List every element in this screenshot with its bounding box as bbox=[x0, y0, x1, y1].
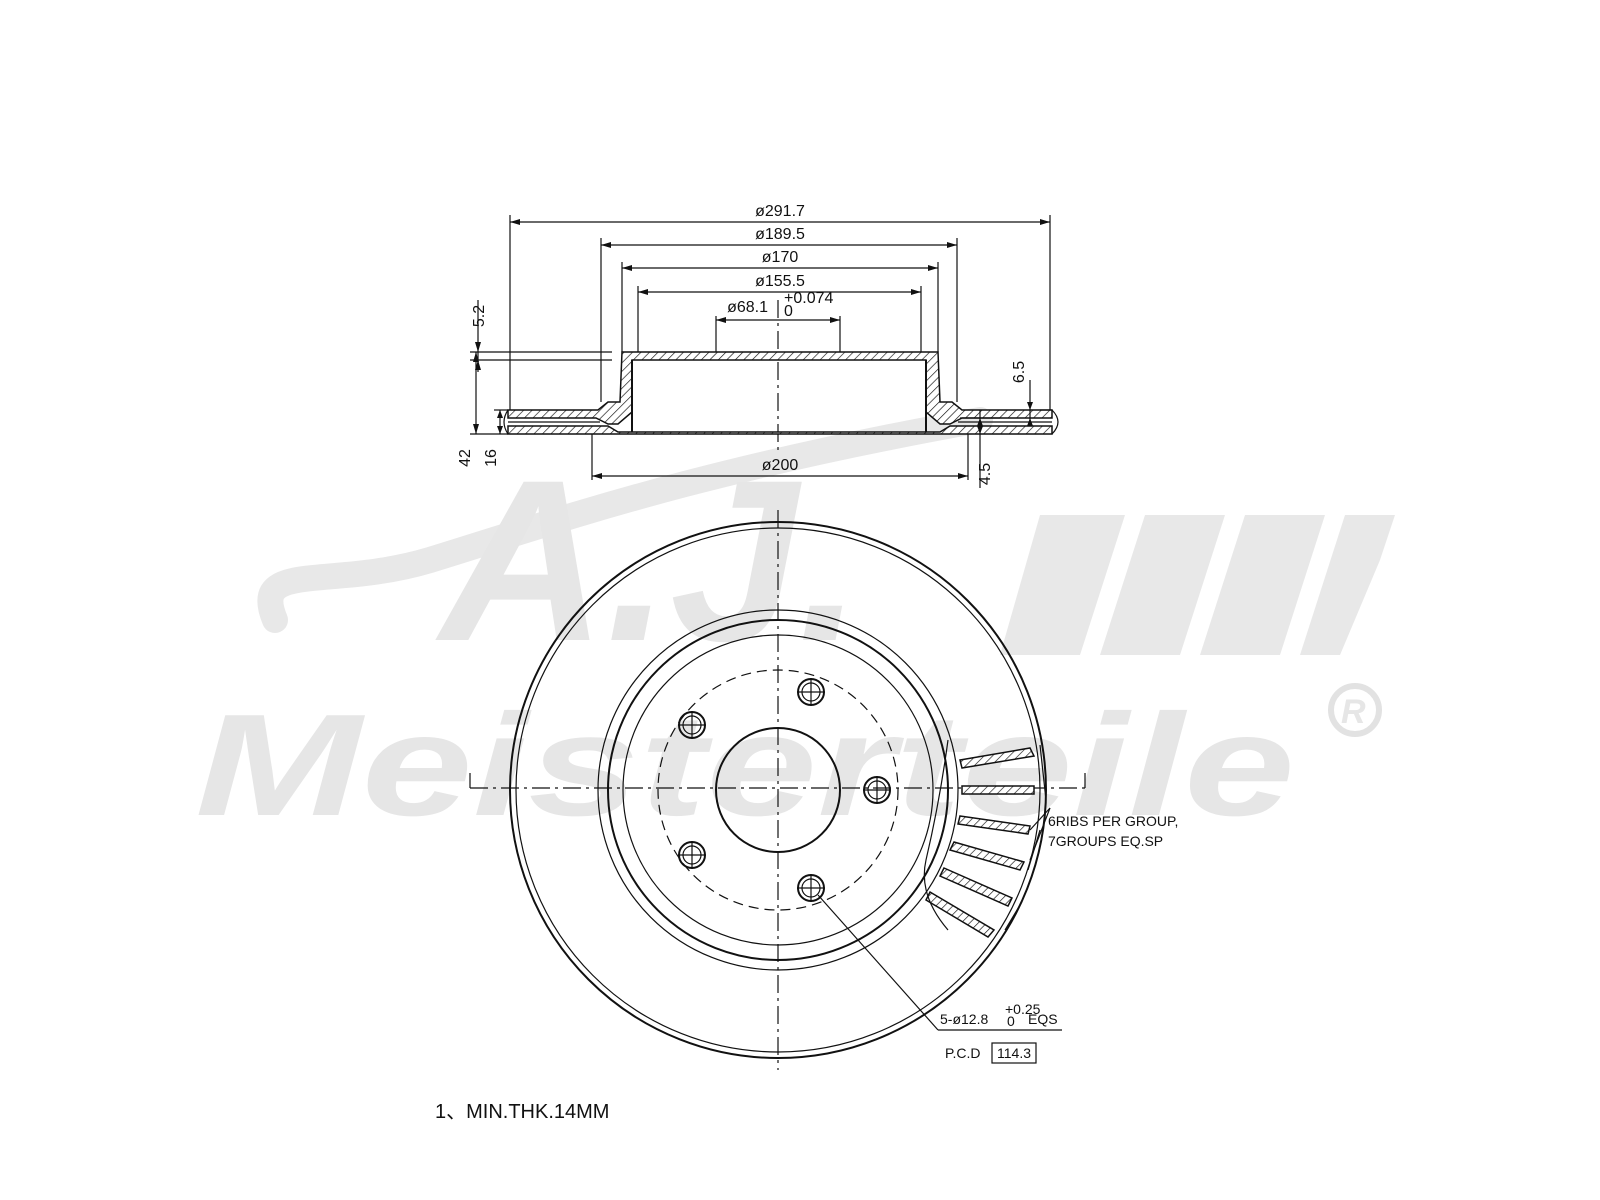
dim-center-bore-label: ø68.1 bbox=[727, 299, 768, 316]
dim-height-6-5: 6.5 bbox=[1011, 361, 1052, 426]
bolt-hole bbox=[678, 841, 706, 869]
bolt-holes-tol-upper: +0.25 bbox=[1005, 1001, 1041, 1017]
dim-height-16-label: 16 bbox=[483, 449, 500, 467]
watermark-stripes-logo bbox=[1000, 515, 1395, 655]
dim-outer-diameter: ø291.7 bbox=[509, 203, 1051, 410]
dim-center-bore-tol-lower: 0 bbox=[784, 303, 793, 320]
dim-center-bore: ø68.1 +0.074 0 bbox=[715, 290, 841, 352]
dim-height-42-label: 42 bbox=[457, 449, 474, 467]
friction-ring-inner-edge bbox=[597, 609, 959, 971]
ribs-note-line2: 7GROUPS EQ.SP bbox=[1048, 833, 1163, 849]
bolt-hole bbox=[678, 711, 706, 739]
bolt-hole bbox=[797, 874, 825, 902]
dim-hat-inner-diameter: ø155.5 bbox=[637, 273, 922, 352]
watermark-brand: Meisterteile bbox=[195, 684, 1295, 846]
watermark-registered-circle bbox=[1328, 683, 1382, 737]
watermark-swoosh bbox=[257, 407, 993, 633]
dim-height-6-5-label: 6.5 bbox=[1011, 361, 1028, 383]
dim-hat-inner-diameter-label: ø155.5 bbox=[755, 273, 805, 290]
pcd-note: P.C.D 114.3 bbox=[945, 1042, 1037, 1064]
dim-bottom-200-label: ø200 bbox=[762, 457, 799, 474]
hat-profile-section bbox=[507, 351, 1053, 425]
section-view: ø291.7 ø189.5 ø170 ø155.5 bbox=[457, 203, 1059, 488]
dim-hat-outer-diameter: ø189.5 bbox=[600, 226, 958, 402]
dim-height-4-5-label: 4.5 bbox=[977, 463, 994, 485]
bolt-holes-tol-lower: 0 bbox=[1007, 1013, 1015, 1029]
bolt-hole bbox=[863, 776, 891, 804]
bolt-holes-note-prefix: 5-ø12.8 bbox=[940, 1011, 988, 1027]
dim-hat-diameter: ø170 bbox=[621, 249, 939, 352]
plan-view: 6RIBS PER GROUP, 7GROUPS EQ.SP 5-ø12.8 +… bbox=[469, 510, 1178, 1070]
hat-outer-circle bbox=[607, 619, 949, 961]
pcd-circle bbox=[657, 669, 899, 911]
dim-height-16: 16 bbox=[483, 409, 508, 467]
outer-disc-edge bbox=[509, 521, 1047, 1059]
ribs-note-line1: 6RIBS PER GROUP, bbox=[1048, 813, 1178, 829]
bolt-holes-note: 5-ø12.8 +0.25 0 EQS bbox=[940, 1001, 1058, 1029]
dim-hat-diameter-label: ø170 bbox=[762, 249, 799, 266]
watermark-script: A.J. bbox=[435, 432, 862, 689]
dim-center-bore-tol-upper: +0.074 bbox=[784, 290, 833, 307]
dim-bottom-200: ø200 bbox=[591, 434, 969, 480]
bolt-holes bbox=[678, 678, 891, 902]
pcd-label: P.C.D bbox=[945, 1045, 981, 1061]
vent-ribs bbox=[923, 739, 1047, 938]
rotor-lower-plate-section bbox=[507, 425, 1053, 435]
center-bore bbox=[715, 727, 841, 853]
dim-height-42: 42 bbox=[457, 352, 508, 467]
bolt-holes-note-suffix: EQS bbox=[1028, 1011, 1058, 1027]
dim-height-4-5: 4.5 bbox=[960, 410, 1000, 488]
min-thickness-note: 1、MIN.THK.14MM bbox=[435, 1101, 609, 1123]
watermark-registered-mark: R bbox=[1341, 693, 1366, 731]
watermark: A.J. Meisterteile R bbox=[195, 407, 1395, 846]
dim-height-5-2-label: 5.2 bbox=[471, 305, 488, 327]
dim-hat-outer-diameter-label: ø189.5 bbox=[755, 226, 805, 243]
bolt-hole bbox=[797, 678, 825, 706]
pcd-value: 114.3 bbox=[997, 1045, 1031, 1061]
dim-outer-diameter-label: ø291.7 bbox=[755, 203, 805, 220]
dim-height-5-2: 5.2 bbox=[470, 300, 612, 372]
